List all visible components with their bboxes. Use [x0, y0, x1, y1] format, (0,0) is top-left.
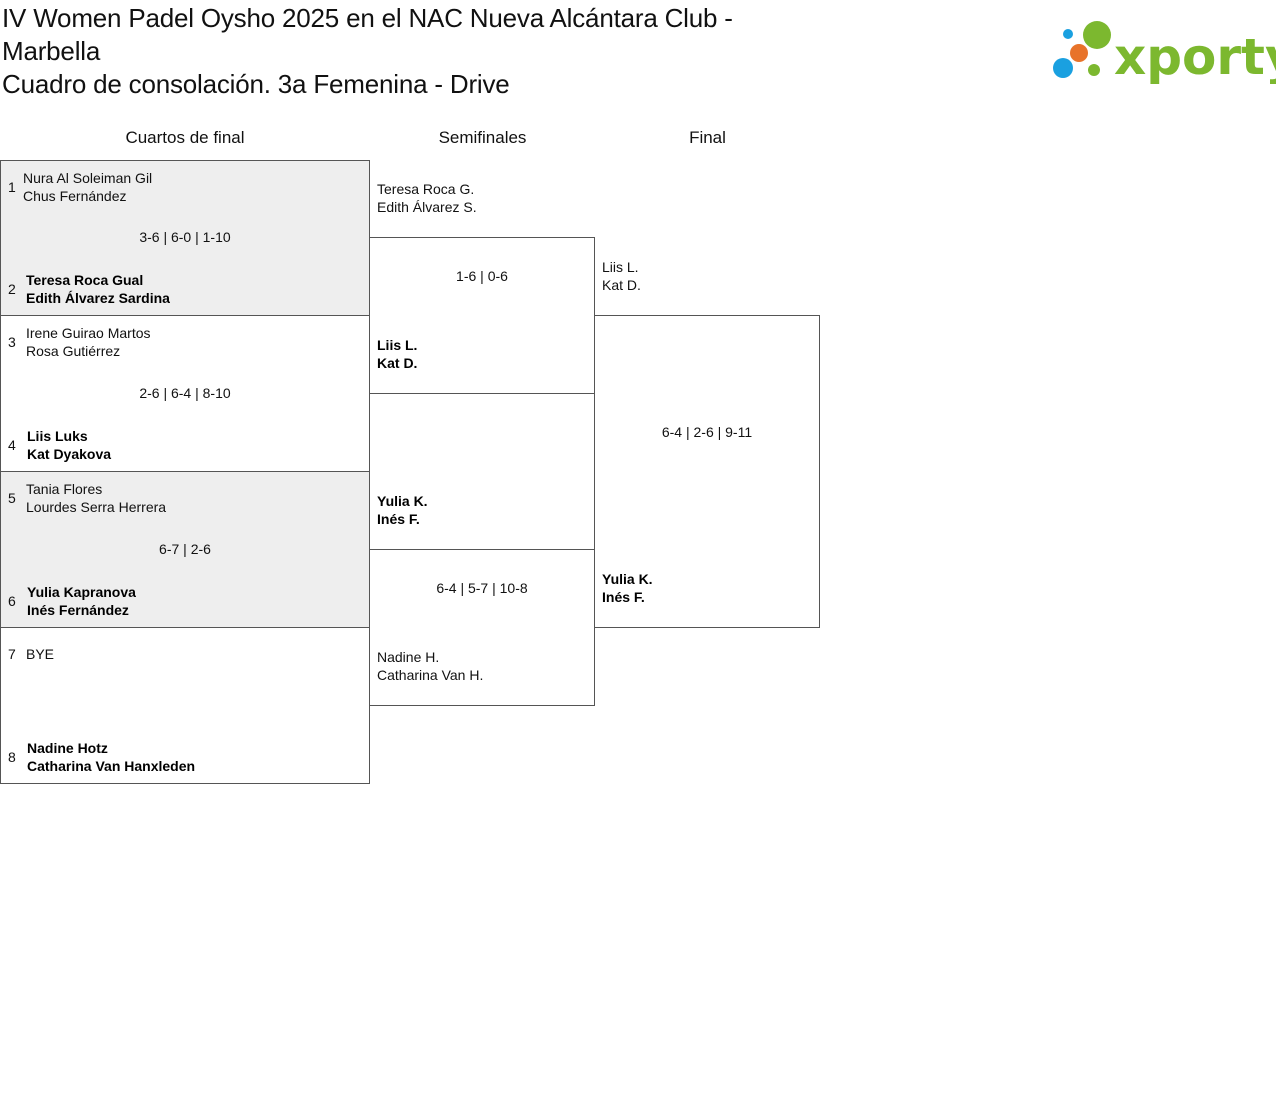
logo-dot-green-small: [1088, 64, 1100, 76]
seed-number: 5: [8, 490, 16, 506]
logo-dot-green: [1083, 21, 1111, 49]
page-title: IV Women Padel Oysho 2025 en el NAC Nuev…: [2, 2, 842, 101]
seed-number: 8: [8, 749, 16, 765]
sf-match-1[interactable]: 1-6 | 0-6 Liis L.Kat D.: [369, 237, 595, 394]
match-score: 6-4 | 2-6 | 9-11: [661, 424, 753, 440]
logo-text: xporty: [1114, 28, 1276, 84]
title-line-2: Marbella: [2, 36, 101, 66]
seed-number: 6: [8, 593, 16, 609]
round-heading-qf: Cuartos de final: [125, 128, 245, 147]
title-line-1: IV Women Padel Oysho 2025 en el NAC Nuev…: [2, 3, 733, 33]
logo-dot-orange: [1070, 44, 1088, 62]
match-score: 6-4 | 5-7 | 10-8: [436, 580, 528, 596]
logo-dot-blue: [1053, 58, 1073, 78]
page-subtitle: Cuadro de consolación. 3a Femenina - Dri…: [2, 69, 510, 99]
match-score: 3-6 | 6-0 | 1-10: [139, 229, 231, 245]
match-score: 1-6 | 0-6: [456, 268, 508, 284]
round-heading-sf: Semifinales: [438, 128, 527, 147]
round-heading-final: Final: [689, 128, 726, 147]
qf4-pair-a-bye: BYE: [26, 646, 55, 662]
logo-dot-blue-small: [1063, 29, 1073, 39]
match-score: 6-7 | 2-6: [159, 541, 211, 557]
final-pair-b-winner: Yulia K.Inés F.: [602, 571, 653, 605]
seed-number: 1: [8, 179, 16, 195]
sf1-pair-b-winner: Liis L.Kat D.: [377, 337, 418, 371]
final-pair-a: Liis L.Kat D.: [602, 259, 641, 293]
sf2-pair-b: Nadine H.Catharina Van H.: [377, 649, 484, 683]
sf1-pair-a: Teresa Roca G.Edith Álvarez S.: [377, 181, 477, 215]
sf-match-2[interactable]: 6-4 | 5-7 | 10-8 Nadine H.Catharina Van …: [369, 549, 595, 706]
sf2-pair-a-winner: Yulia K.Inés F.: [377, 493, 428, 527]
seed-number: 4: [8, 437, 16, 453]
seed-number: 3: [8, 334, 16, 350]
seed-number: 7: [8, 646, 16, 662]
xporty-logo[interactable]: xporty: [1050, 18, 1276, 84]
final-match[interactable]: 6-4 | 2-6 | 9-11 Yulia K.Inés F.: [594, 315, 820, 628]
match-score: 2-6 | 6-4 | 8-10: [139, 385, 231, 401]
seed-number: 2: [8, 281, 16, 297]
